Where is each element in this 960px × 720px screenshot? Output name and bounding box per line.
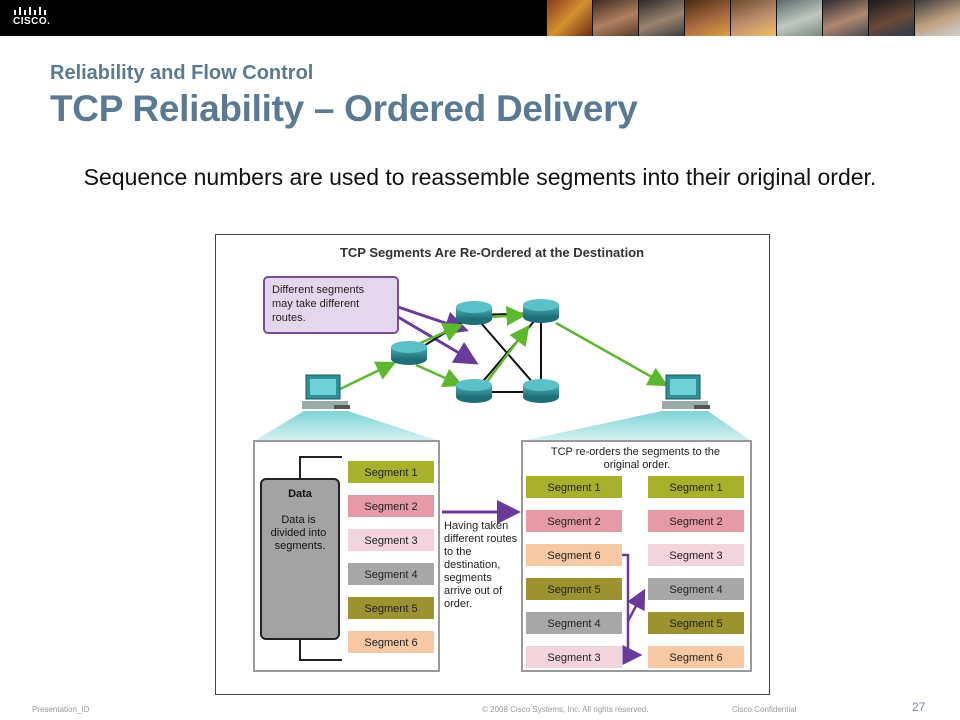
router-icon <box>456 301 492 325</box>
banner-photo <box>684 0 730 36</box>
slide-body-text: Sequence numbers are used to reassemble … <box>83 164 877 190</box>
arrived-segment-label: Segment 4 <box>547 618 600 630</box>
footer-presentation-id: Presentation_ID <box>32 705 90 714</box>
reordered-segment-box <box>648 476 744 498</box>
routes-callout-box <box>263 276 399 334</box>
router-icon <box>523 299 559 323</box>
destination-computer-icon <box>662 374 710 409</box>
arrived-segment-box <box>526 510 622 532</box>
tcp-reorder-diagram: TCP Segments Are Re-Ordered at the Desti… <box>253 245 752 672</box>
router-icon <box>523 379 559 403</box>
banner-photo <box>730 0 776 36</box>
data-bracket-top <box>299 456 342 479</box>
router-icon <box>456 379 492 403</box>
source-segment-label: Segment 1 <box>364 467 417 479</box>
banner-photo <box>638 0 684 36</box>
arrived-segment-label: Segment 1 <box>547 482 600 494</box>
arrived-segment-box <box>526 612 622 634</box>
reordered-segment-label: Segment 6 <box>669 652 722 664</box>
reordered-segment-box <box>648 612 744 634</box>
arrived-segment-label: Segment 6 <box>547 550 600 562</box>
source-segment-box <box>348 461 434 483</box>
banner-photo <box>868 0 914 36</box>
slide-subtitle: Reliability and Flow Control <box>50 62 314 84</box>
route-pointer-arrow <box>397 315 479 365</box>
reordered-segments: Segment 1 Segment 2 Segment 3 Segment 4 Segm… <box>648 476 744 668</box>
arrived-segments: Segment 1 Segment 2 Segment 6 Segment 5 Segm… <box>526 476 622 668</box>
banner-photo <box>546 0 592 36</box>
data-box <box>260 478 340 640</box>
data-box-heading: Data <box>288 488 313 500</box>
source-segment-label: Segment 2 <box>364 501 417 513</box>
data-box-text: Data is divided into segments. <box>271 514 330 552</box>
reordered-segment-label: Segment 2 <box>669 516 722 528</box>
banner-photo <box>592 0 638 36</box>
top-banner: CISCO. <box>0 0 960 36</box>
header-photo-strip <box>546 0 960 36</box>
reordered-segment-label: Segment 5 <box>669 618 722 630</box>
routes-callout-text: Different segments may take different ro… <box>272 284 367 324</box>
reordered-segment-label: Segment 3 <box>669 550 722 562</box>
arrived-segment-box <box>526 646 622 668</box>
arrived-segment-box <box>526 476 622 498</box>
footer-copyright: © 2008 Cisco Systems, Inc. All rights re… <box>482 705 649 714</box>
cisco-logo-icon <box>14 7 46 15</box>
arrived-segment-label: Segment 2 <box>547 516 600 528</box>
source-segment-box <box>348 529 434 551</box>
banner-photo <box>822 0 868 36</box>
reordered-segment-box <box>648 646 744 668</box>
source-computer-icon <box>302 374 350 409</box>
reorder-note: TCP re-orders the segments to the origin… <box>551 446 723 471</box>
footer-confidential: Cisco Confidential <box>732 705 797 714</box>
reordered-segment-label: Segment 4 <box>669 584 722 596</box>
transit-note: Having taken different routes to the des… <box>444 520 520 610</box>
source-segments: Segment 1 Segment 2 Segment 3 Segment 4 Segm… <box>348 461 434 653</box>
data-bracket-bottom <box>299 639 342 661</box>
router-icon <box>391 341 427 365</box>
reordered-segment-box <box>648 578 744 600</box>
banner-photo <box>776 0 822 36</box>
banner-photo <box>914 0 960 36</box>
source-segment-box <box>348 563 434 585</box>
destination-zoom-beam <box>522 411 751 441</box>
reordered-segment-label: Segment 1 <box>669 482 722 494</box>
tcp-reorder-figure: TCP Segments Are Re-Ordered at the Desti… <box>215 234 770 695</box>
slide-title: TCP Reliability – Ordered Delivery <box>50 88 638 129</box>
reordered-segment-box <box>648 510 744 532</box>
source-segment-label: Segment 5 <box>364 603 417 615</box>
arrived-segment-label: Segment 5 <box>547 584 600 596</box>
source-segment-box <box>348 597 434 619</box>
source-segment-label: Segment 3 <box>364 535 417 547</box>
source-segment-box <box>348 495 434 517</box>
page-number: 27 <box>912 700 926 714</box>
arrived-segment-box <box>526 544 622 566</box>
flow-arrows <box>337 305 669 392</box>
arrived-segment-label: Segment 3 <box>547 652 600 664</box>
source-zoom-beam <box>254 411 439 441</box>
logo-text: CISCO. <box>13 16 51 27</box>
reorder-arrow <box>626 588 646 622</box>
source-segment-label: Segment 6 <box>364 637 417 649</box>
reordered-segment-box <box>648 544 744 566</box>
figure-title: TCP Segments Are Re-Ordered at the Desti… <box>340 245 644 260</box>
arrived-segment-box <box>526 578 622 600</box>
source-segment-box <box>348 631 434 653</box>
source-segment-label: Segment 4 <box>364 569 417 581</box>
